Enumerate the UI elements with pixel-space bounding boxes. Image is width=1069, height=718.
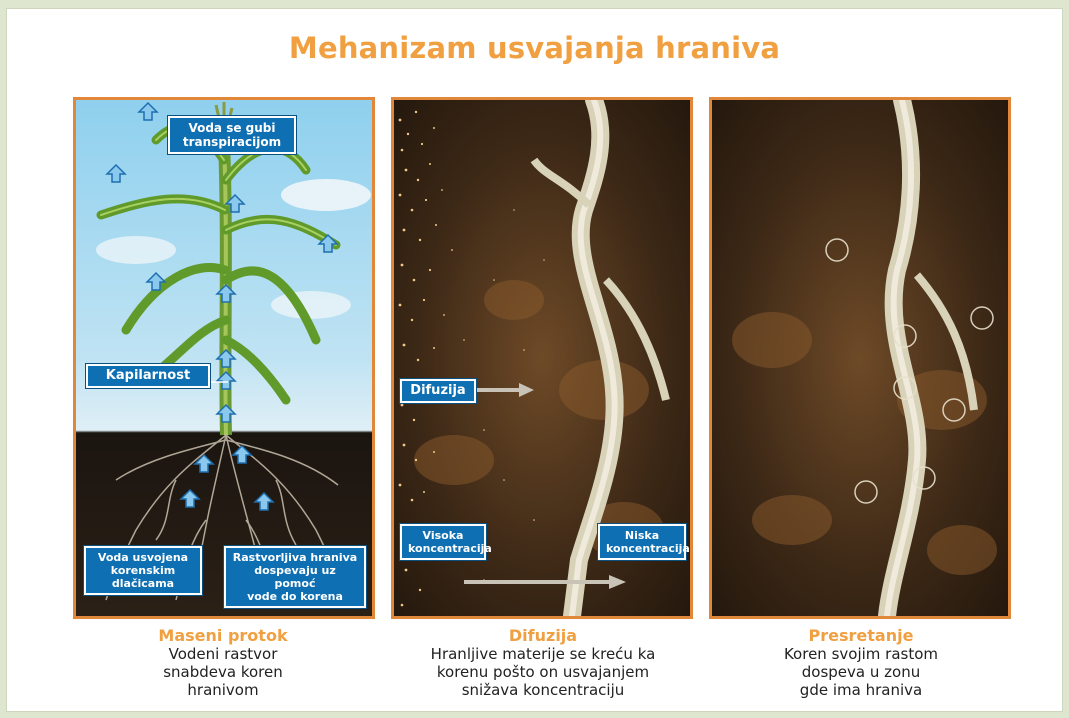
- root-hairs-label: Voda usvojena korenskim dlačicama: [84, 546, 202, 595]
- diagram-board: Mehanizam usvajanja hraniva: [6, 8, 1063, 712]
- diagram-title: Mehanizam usvajanja hraniva: [7, 31, 1062, 65]
- interception-caption-title: Presretanje: [711, 627, 1011, 645]
- interception-root-illustration: [712, 100, 1008, 616]
- diffusion-caption: Difuzija Hranljive materije se kreću ka …: [393, 627, 693, 699]
- interception-caption: Presretanje Koren svojim rastom dospeva …: [711, 627, 1011, 699]
- diffusion-caption-title: Difuzija: [393, 627, 693, 645]
- soluble-nutrients-label: Rastvorljiva hraniva dospevaju uz pomoć …: [224, 546, 366, 608]
- mass-flow-caption-title: Maseni protok: [73, 627, 373, 645]
- transpiration-label: Voda se gubi transpiracijom: [168, 116, 296, 154]
- interception-caption-text: Koren svojim rastom dospeva u zonu gde i…: [711, 645, 1011, 699]
- interception-panel: [709, 97, 1011, 619]
- diffusion-label: Difuzija: [400, 379, 476, 403]
- diffusion-panel: Difuzija Visoka koncentracija Niska konc…: [391, 97, 693, 619]
- mass-flow-caption: Maseni protok Vodeni rastvor snabdeva ko…: [73, 627, 373, 699]
- high-concentration-label: Visoka koncentracija: [400, 524, 486, 560]
- capillarity-label: Kapilarnost: [86, 364, 210, 388]
- mass-flow-panel: Voda se gubi transpiracijom Kapilarnost …: [73, 97, 375, 619]
- low-concentration-label: Niska koncentracija: [598, 524, 686, 560]
- corn-plant-illustration: [76, 100, 372, 616]
- diffusion-caption-text: Hranljive materije se kreću ka korenu po…: [393, 645, 693, 699]
- mass-flow-caption-text: Vodeni rastvor snabdeva koren hranivom: [73, 645, 373, 699]
